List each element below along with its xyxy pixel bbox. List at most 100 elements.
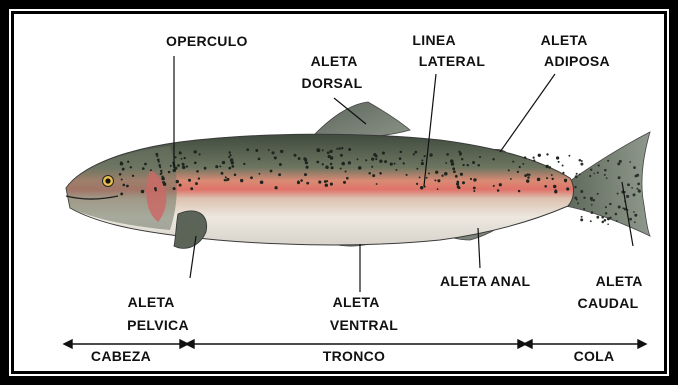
label-aleta-anal: ALETA ANAL <box>440 273 531 289</box>
spot <box>120 162 124 166</box>
spot <box>160 170 162 172</box>
tail-spot <box>593 173 595 175</box>
spot <box>373 153 376 156</box>
label-aleta-adiposa-line1: ALETA <box>541 32 588 48</box>
spot <box>331 166 334 169</box>
spot <box>132 175 134 177</box>
tronco-arrow-left <box>186 340 194 348</box>
spot <box>330 163 332 165</box>
spot <box>472 161 475 164</box>
tail-spot <box>634 221 636 223</box>
spot <box>336 148 338 150</box>
spot <box>150 169 152 171</box>
spot <box>142 167 145 170</box>
spot <box>341 147 343 149</box>
tail-spot <box>597 193 599 195</box>
spot <box>497 189 500 192</box>
spot <box>297 181 300 184</box>
label-aleta-dorsal: ALETA DORSAL <box>302 53 363 91</box>
cola-arrow-left <box>524 340 532 348</box>
spot <box>194 150 197 153</box>
spot <box>368 172 371 175</box>
spot <box>508 169 510 171</box>
spot <box>413 153 415 155</box>
spot <box>457 185 460 188</box>
spot <box>533 157 535 159</box>
tail-spot <box>626 195 629 198</box>
spot <box>280 150 283 153</box>
spot <box>546 165 549 168</box>
tail-spot <box>598 164 600 166</box>
spot <box>330 183 333 186</box>
spot <box>161 177 165 181</box>
tail-spot <box>583 208 585 210</box>
spot <box>357 158 359 160</box>
tail-spot <box>633 193 636 196</box>
spot <box>526 179 529 182</box>
tail-spot <box>618 176 621 179</box>
tail-spot <box>637 183 640 186</box>
tail-spot <box>579 159 582 162</box>
label-aleta-ventral-line1: ALETA <box>333 294 380 310</box>
spot <box>144 163 147 166</box>
label-aleta-pelvica: ALETA PELVICA <box>127 294 189 333</box>
spot <box>429 153 432 156</box>
spot <box>268 149 270 151</box>
spot <box>305 161 308 164</box>
spot <box>426 177 428 179</box>
spot <box>371 166 373 168</box>
spot <box>130 166 132 168</box>
fish-pupil <box>105 178 110 183</box>
spot <box>215 165 218 168</box>
spot <box>460 173 463 176</box>
tail-spot <box>634 214 637 217</box>
spot <box>325 184 328 187</box>
spot <box>122 168 125 171</box>
tail-spot <box>593 199 595 201</box>
tail-spot <box>605 212 608 215</box>
spot <box>318 181 321 184</box>
tail-spot <box>601 216 604 219</box>
tail-spot <box>596 216 599 219</box>
spot <box>121 179 123 181</box>
spot <box>306 166 309 169</box>
tail-spot <box>590 220 592 222</box>
spot <box>492 158 494 160</box>
tail-spot <box>619 160 622 163</box>
spot <box>222 161 225 164</box>
spot <box>528 174 530 176</box>
spot <box>179 184 182 187</box>
label-linea-lateral-line1: LINEA <box>412 32 455 48</box>
spot <box>234 174 237 177</box>
spot <box>434 179 436 181</box>
spot <box>158 164 161 167</box>
spot <box>231 165 234 168</box>
spot <box>384 160 387 163</box>
spot <box>300 179 303 182</box>
region-tronco: TRONCO <box>323 348 385 364</box>
spot <box>510 178 512 180</box>
tail-spot <box>581 160 583 162</box>
label-aleta-caudal-line1: ALETA <box>596 273 643 289</box>
spot <box>122 184 125 187</box>
tail-spot <box>580 163 583 166</box>
spot <box>228 156 230 158</box>
spot <box>565 180 567 182</box>
spot <box>477 164 480 167</box>
tail-spot <box>590 169 592 171</box>
spot <box>338 147 340 149</box>
spot <box>568 155 570 157</box>
spot <box>421 162 424 165</box>
tail-spot <box>605 206 607 208</box>
spot <box>325 166 328 169</box>
tail-spot <box>574 186 576 188</box>
spot <box>379 172 382 175</box>
spot <box>196 170 199 173</box>
spot <box>552 178 554 180</box>
tail-spot <box>615 213 618 216</box>
region-arrows <box>64 340 646 348</box>
spot <box>255 149 258 152</box>
spot <box>553 185 556 188</box>
spot <box>194 161 197 164</box>
